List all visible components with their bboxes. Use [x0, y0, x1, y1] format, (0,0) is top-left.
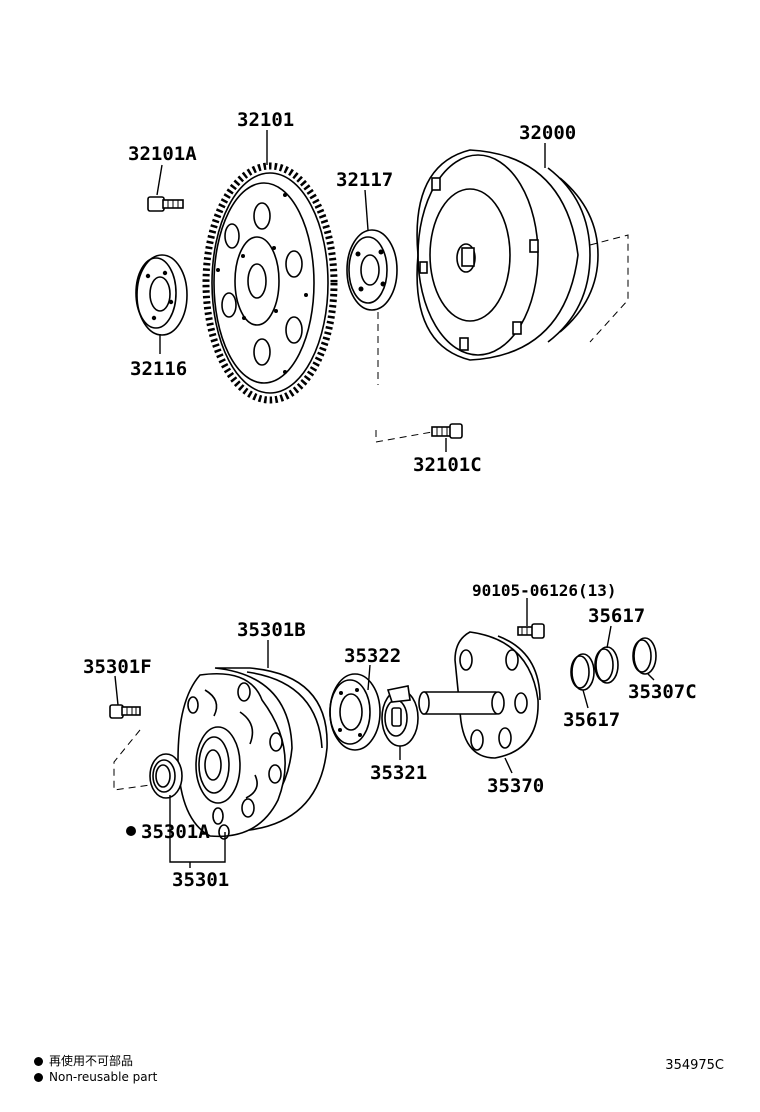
- legend-text-japanese: 再使用不可部品: [49, 1054, 134, 1068]
- label-35301: 35301: [172, 869, 229, 891]
- bolt-90105-06126: [517, 623, 545, 639]
- label-35617-top: 35617: [588, 605, 645, 627]
- legend-line-english: Non-reusable part: [34, 1070, 157, 1084]
- legend-text-english: Non-reusable part: [49, 1070, 158, 1084]
- label-32117: 32117: [336, 169, 393, 191]
- label-32101c: 32101C: [413, 454, 482, 476]
- label-90105-06126: 90105-06126(13): [472, 581, 617, 600]
- label-35301b: 35301B: [237, 619, 306, 641]
- legend-line-japanese: 再使用不可部品: [34, 1052, 133, 1069]
- bolt-32101a: [147, 196, 184, 212]
- stator-shaft-35370: [418, 631, 541, 759]
- label-35301a: 35301A: [141, 821, 210, 843]
- label-35307c: 35307C: [628, 681, 697, 703]
- ring-35307c: [632, 637, 657, 675]
- bullet-dot-icon: [34, 1073, 43, 1082]
- label-32101: 32101: [237, 109, 294, 131]
- label-32101a: 32101A: [128, 143, 197, 165]
- diagram-reference-code: 354975C: [665, 1058, 724, 1073]
- label-32116: 32116: [130, 358, 187, 380]
- drive-gear-35322: [329, 673, 381, 751]
- driven-gear-35321: [381, 685, 419, 747]
- spacer-32116: [135, 254, 188, 336]
- label-32000: 32000: [519, 122, 576, 144]
- label-35322: 35322: [344, 645, 401, 667]
- label-35321: 35321: [370, 762, 427, 784]
- label-35370: 35370: [487, 775, 544, 797]
- label-35617-bottom: 35617: [563, 709, 620, 731]
- bolt-35301f: [109, 704, 141, 719]
- bolt-32101c: [431, 423, 463, 439]
- oil-pump-body-35301: [177, 667, 328, 840]
- non-reusable-dot-icon: [126, 826, 136, 836]
- oil-seal-35301a: [149, 753, 183, 799]
- label-35301f: 35301F: [83, 656, 152, 678]
- torque-converter-32000: [416, 149, 599, 361]
- plate-32117: [346, 229, 398, 311]
- drive-plate-ring-gear-32101: [202, 162, 338, 404]
- bullet-dot-icon: [34, 1057, 43, 1066]
